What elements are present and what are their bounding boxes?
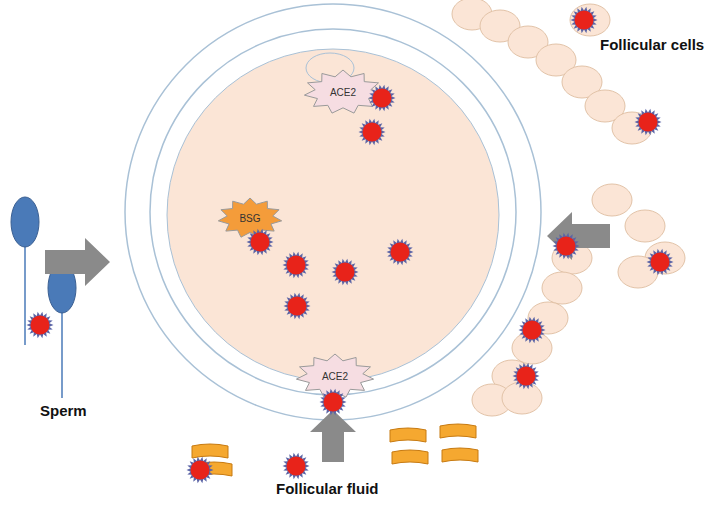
receptor-name: ACE2 [330, 87, 356, 98]
part-label: Follicular cells [600, 36, 704, 53]
receptor-star: ACE2 [296, 354, 374, 398]
receptor-name: BSG [239, 213, 260, 224]
receptor-star: ACE2 [304, 70, 382, 114]
part-label: Follicular fluid [276, 480, 379, 497]
part-label: Sperm [40, 402, 87, 419]
receptor-star: BSG [218, 198, 282, 238]
receptor-name: ACE2 [322, 371, 348, 382]
